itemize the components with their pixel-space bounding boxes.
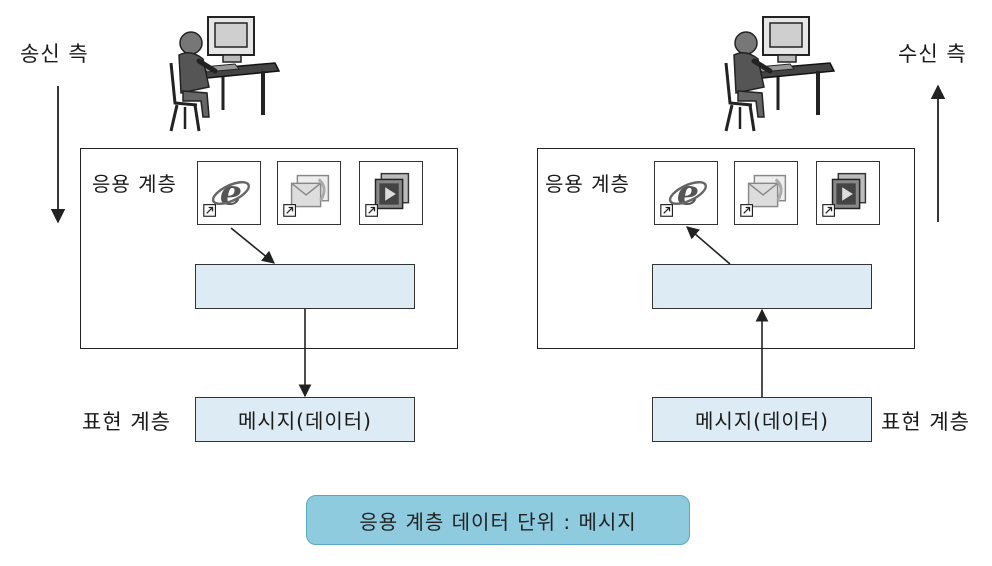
sender-media-player-icon <box>359 161 423 225</box>
receiver-user-computer-icon <box>724 16 836 132</box>
receiver-application-layer-label: 응용 계층 <box>545 172 630 196</box>
sender-presentation-layer-label: 표현 계층 <box>82 410 171 434</box>
receiver-side-label: 수신 측 <box>898 42 967 66</box>
receiver-presentation-layer-label: 표현 계층 <box>881 410 970 434</box>
receiver-mail-client-icon <box>734 161 798 225</box>
receiver-media-player-icon <box>816 161 880 225</box>
data-unit-caption: 응용 계층 데이터 단위 : 메시지 <box>306 495 690 545</box>
receiver-message-box: 메시지(데이터) <box>652 397 872 442</box>
receiver-internet-explorer-icon: e <box>654 161 718 225</box>
sender-message-box: 메시지(데이터) <box>195 397 415 442</box>
sender-mail-client-icon <box>277 161 341 225</box>
sender-icon-to-bar-arrow <box>230 227 275 264</box>
receiver-bar-to-icon-arrow <box>686 226 731 265</box>
sender-side-label: 송신 측 <box>20 42 89 66</box>
sender-user-computer-icon <box>169 16 281 132</box>
sender-internet-explorer-icon: e <box>197 161 261 225</box>
sender-application-layer-label: 응용 계층 <box>92 172 177 196</box>
receiver-application-data-bar <box>652 264 872 309</box>
sender-application-data-bar <box>195 264 415 309</box>
